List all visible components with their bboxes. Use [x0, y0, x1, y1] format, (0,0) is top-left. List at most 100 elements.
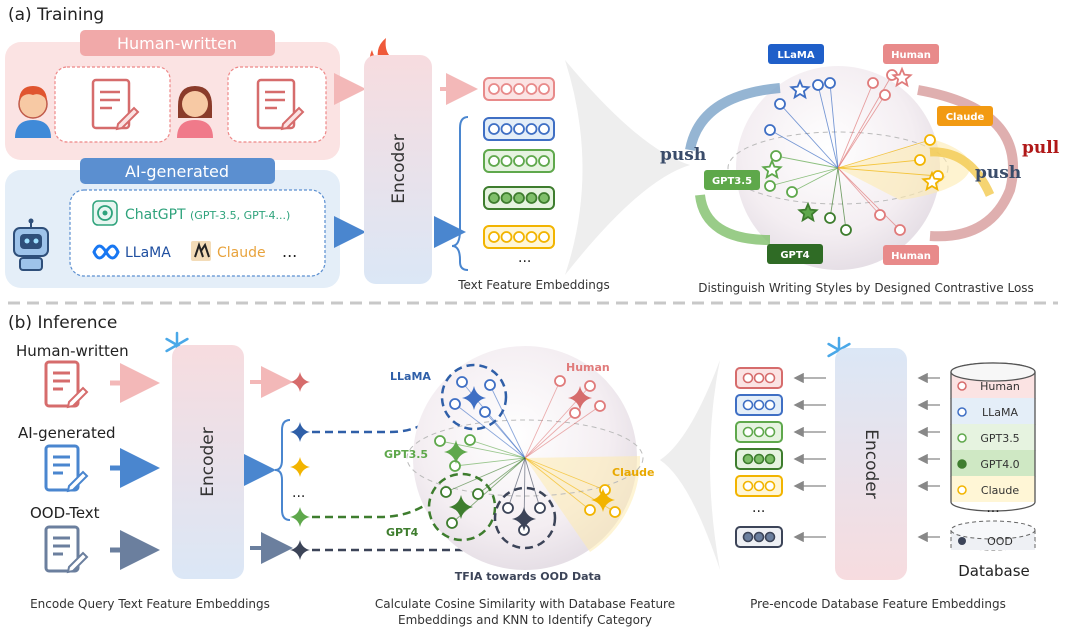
push-left-arrow: [685, 83, 781, 152]
ood-text-input-label: OOD-Text: [30, 504, 100, 522]
gpt-query-star: [290, 507, 310, 527]
db-item-label: LLaMA: [982, 406, 1018, 419]
claude-tag: [937, 106, 993, 126]
query-ellipsis: ...: [292, 485, 305, 501]
llama-db-embedding-dot: [764, 399, 776, 411]
woman-avatar-icon: [177, 86, 213, 138]
sample-point: [764, 180, 776, 192]
gpt4-embedding-dot: [513, 192, 525, 204]
ood-cluster-star: [512, 507, 536, 531]
inference-fan-shape: [660, 360, 720, 570]
sample-point: [434, 435, 446, 447]
sample-point: [879, 89, 891, 101]
human-tag-bottom: [883, 245, 939, 265]
human-embedding-dot: [538, 83, 550, 95]
sample-point: [774, 98, 786, 110]
push-left-label: push: [660, 145, 706, 165]
gpt4-tag-label: GPT4: [780, 250, 809, 261]
ray-line: [769, 129, 839, 169]
query-stars: [290, 372, 310, 560]
gpt4-embedding-dot: [538, 192, 550, 204]
ood-document-icon: [44, 525, 89, 574]
ray-line: [524, 405, 601, 459]
sample-point: [456, 376, 468, 388]
ray-line: [817, 84, 839, 169]
db-item-label: Human: [980, 380, 1020, 393]
training-encoder: [364, 55, 432, 284]
db-layer-dot: [957, 459, 967, 469]
db-cylinder-cap: [950, 362, 1036, 382]
query-caption: Encode Query Text Feature Embeddings: [30, 597, 270, 611]
ray-line: [439, 440, 526, 459]
ray-line: [524, 457, 606, 491]
ray-line: [445, 457, 526, 493]
sample-point: [764, 124, 776, 136]
gpt35-embedding-dot: [500, 155, 513, 167]
human-db-embedding-dot: [753, 372, 765, 384]
db-layer-dot: [957, 433, 967, 443]
llama-query-link: [312, 411, 441, 434]
db-layer-dot: [957, 407, 967, 417]
ray-line: [837, 94, 886, 169]
ray-line: [837, 167, 939, 177]
document-icon: [256, 78, 305, 131]
gpt35-embedding-dot: [488, 155, 500, 167]
query-bracket: [274, 419, 291, 521]
sample-point: [867, 77, 879, 89]
anchor-star: [891, 66, 913, 88]
sample-point: [584, 504, 596, 516]
doc-bubble-1: [54, 66, 171, 143]
training-fan-shape: [565, 60, 690, 275]
db-item-label: GPT4.0: [980, 458, 1019, 471]
claude-label: Claude: [217, 245, 266, 261]
sample-point: [472, 488, 484, 500]
gpt4-embedding-dot: [525, 192, 538, 204]
sample-point: [812, 79, 824, 91]
gpt4-cluster-star: [449, 495, 473, 519]
human-embedding-dot: [488, 83, 500, 95]
doc-bubble-2: [227, 66, 327, 143]
gpt4-embedding-dot: [488, 192, 500, 204]
ood-db-item-label: OOD: [987, 535, 1013, 548]
human-embedding-dot: [525, 83, 538, 95]
claude-embedding-dot: [500, 231, 513, 243]
sample-point: [484, 379, 496, 391]
db-item-label: Claude: [981, 484, 1019, 497]
ray-line: [484, 411, 526, 459]
ray-line: [524, 457, 591, 511]
models-bubble: [69, 189, 326, 277]
contrastive-loss-caption: Distinguish Writing Styles by Designed C…: [698, 281, 1034, 295]
gpt4-knn-circle: [427, 472, 497, 542]
ray-line: [477, 457, 526, 495]
gpt4-db-embedding-dot: [753, 453, 765, 465]
llama-embedding-dot: [525, 123, 538, 135]
gpt4-embedding-dot: [500, 192, 513, 204]
ray-line: [779, 103, 839, 169]
ai-generated-banner-label: AI-generated: [125, 162, 229, 181]
text-feature-embeddings-caption: Text Feature Embeddings: [457, 278, 610, 292]
gpt35-tag-label: GPT3.5: [712, 176, 752, 187]
ai-generated-input-label: AI-generated: [18, 424, 116, 442]
claude-db-embedding-dot: [753, 480, 765, 492]
center-caption-line-1: Calculate Cosine Similarity with Databas…: [375, 597, 675, 611]
ray-line: [524, 380, 561, 459]
ai-generated-banner: [80, 158, 275, 184]
sample-point: [874, 209, 886, 221]
chatgpt-icon: [92, 200, 118, 226]
embeddings-ellipsis: ...: [518, 250, 531, 266]
llama-embedding-dot: [488, 123, 500, 135]
training-encoder-label: Encoder: [389, 134, 409, 204]
anchor-star: [789, 78, 811, 100]
anchor-star: [921, 170, 943, 192]
right-caption: Pre-encode Database Feature Embeddings: [750, 597, 1006, 611]
sample-point: [824, 77, 836, 89]
push-right-arrow: [929, 147, 995, 197]
chatgpt-label: ChatGPT: [125, 207, 186, 223]
sample-point: [464, 434, 476, 446]
sphere-human-label: Human: [566, 361, 610, 374]
human-embedding-dot: [500, 83, 513, 95]
meta-icon: [92, 244, 120, 260]
inference-points: [434, 375, 621, 536]
gpt35-db-embedding-dot: [742, 426, 754, 438]
